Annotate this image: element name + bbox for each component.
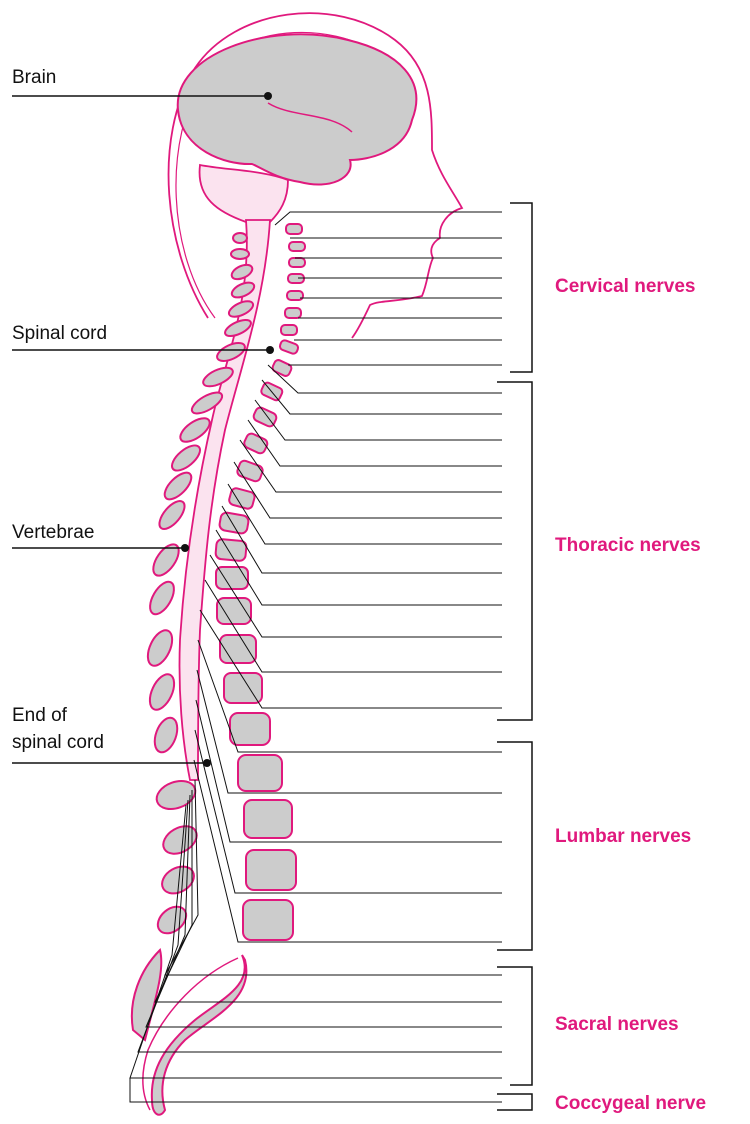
bracket-lumbar: [497, 742, 532, 950]
vertebrae-pointer-dot: [181, 544, 189, 552]
spinal-cord-pointer-dot: [266, 346, 274, 354]
group-lumbar: Lumbar nerves: [555, 825, 691, 849]
end-of-cord-pointer-dot: [203, 759, 211, 767]
label-end-of-cord-line2: spinal cord: [12, 731, 104, 755]
bracket-sacral: [497, 967, 532, 1085]
group-cervical: Cervical nerves: [555, 275, 696, 299]
label-end-of-cord-line1: End of: [12, 704, 67, 728]
bracket-cervical: [510, 203, 532, 372]
group-sacral: Sacral nerves: [555, 1013, 679, 1037]
brain-pointer-dot: [264, 92, 272, 100]
group-brackets: [497, 203, 532, 1110]
group-coccygeal: Coccygeal nerve: [555, 1092, 706, 1116]
label-spinal-cord: Spinal cord: [12, 322, 107, 346]
label-vertebrae: Vertebrae: [12, 521, 94, 545]
group-thoracic: Thoracic nerves: [555, 534, 701, 558]
label-brain: Brain: [12, 66, 56, 90]
bracket-thoracic: [497, 382, 532, 720]
bracket-coccygeal: [497, 1094, 532, 1110]
brain-shape: [178, 34, 417, 184]
